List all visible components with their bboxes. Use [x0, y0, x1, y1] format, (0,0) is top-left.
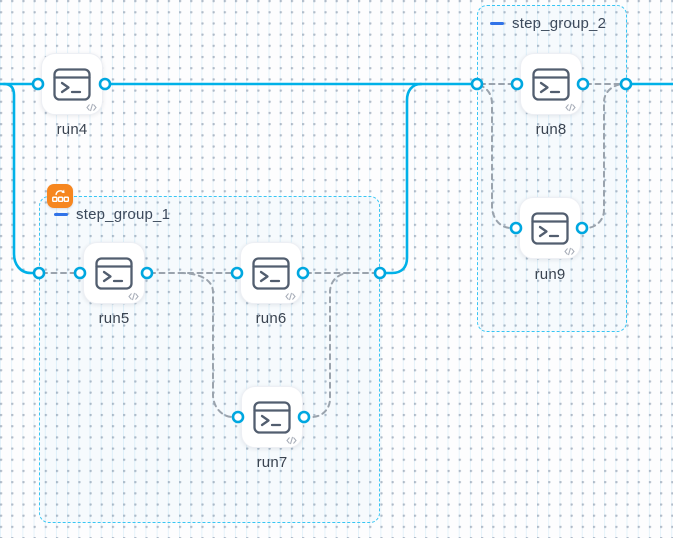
code-icon: [565, 103, 576, 112]
code-icon: [564, 247, 575, 256]
group-title: step_group_2: [512, 15, 607, 32]
node-run7[interactable]: [241, 386, 303, 448]
terminal-icon: [95, 256, 133, 290]
loop-tasks-badge-icon[interactable]: [47, 184, 73, 208]
group-step-group-1[interactable]: step_group_1: [39, 196, 380, 523]
node-label-run5: run5: [98, 310, 130, 327]
terminal-icon: [252, 256, 290, 290]
code-icon: [286, 436, 297, 445]
group-step-group-2-header: step_group_2: [490, 15, 606, 32]
node-label-run9: run9: [534, 266, 566, 283]
group-step-group-1-header: step_group_1: [54, 206, 170, 223]
code-icon: [285, 292, 296, 301]
group-step-group-2[interactable]: step_group_2: [477, 5, 627, 332]
minus-icon[interactable]: [54, 212, 68, 217]
code-icon: [86, 103, 97, 112]
edge-step-group-1-step-group-2: [381, 82, 423, 275]
node-run5[interactable]: [83, 242, 145, 304]
node-run6[interactable]: [240, 242, 302, 304]
node-run8[interactable]: [520, 53, 582, 115]
node-label-run6: run6: [255, 310, 287, 327]
terminal-icon: [53, 67, 91, 101]
node-label-run8: run8: [535, 121, 567, 138]
terminal-icon: [531, 211, 569, 245]
minus-icon[interactable]: [490, 21, 504, 26]
node-label-run4: run4: [56, 121, 88, 138]
node-label-run7: run7: [256, 454, 288, 471]
node-run9[interactable]: [519, 197, 581, 259]
code-icon: [128, 292, 139, 301]
terminal-icon: [253, 400, 291, 434]
terminal-icon: [532, 67, 570, 101]
group-title: step_group_1: [76, 206, 171, 223]
edge-input-step-group-1: [2, 82, 38, 275]
loop-arrow-squares-icon: [51, 189, 69, 202]
node-run4[interactable]: [41, 53, 103, 115]
